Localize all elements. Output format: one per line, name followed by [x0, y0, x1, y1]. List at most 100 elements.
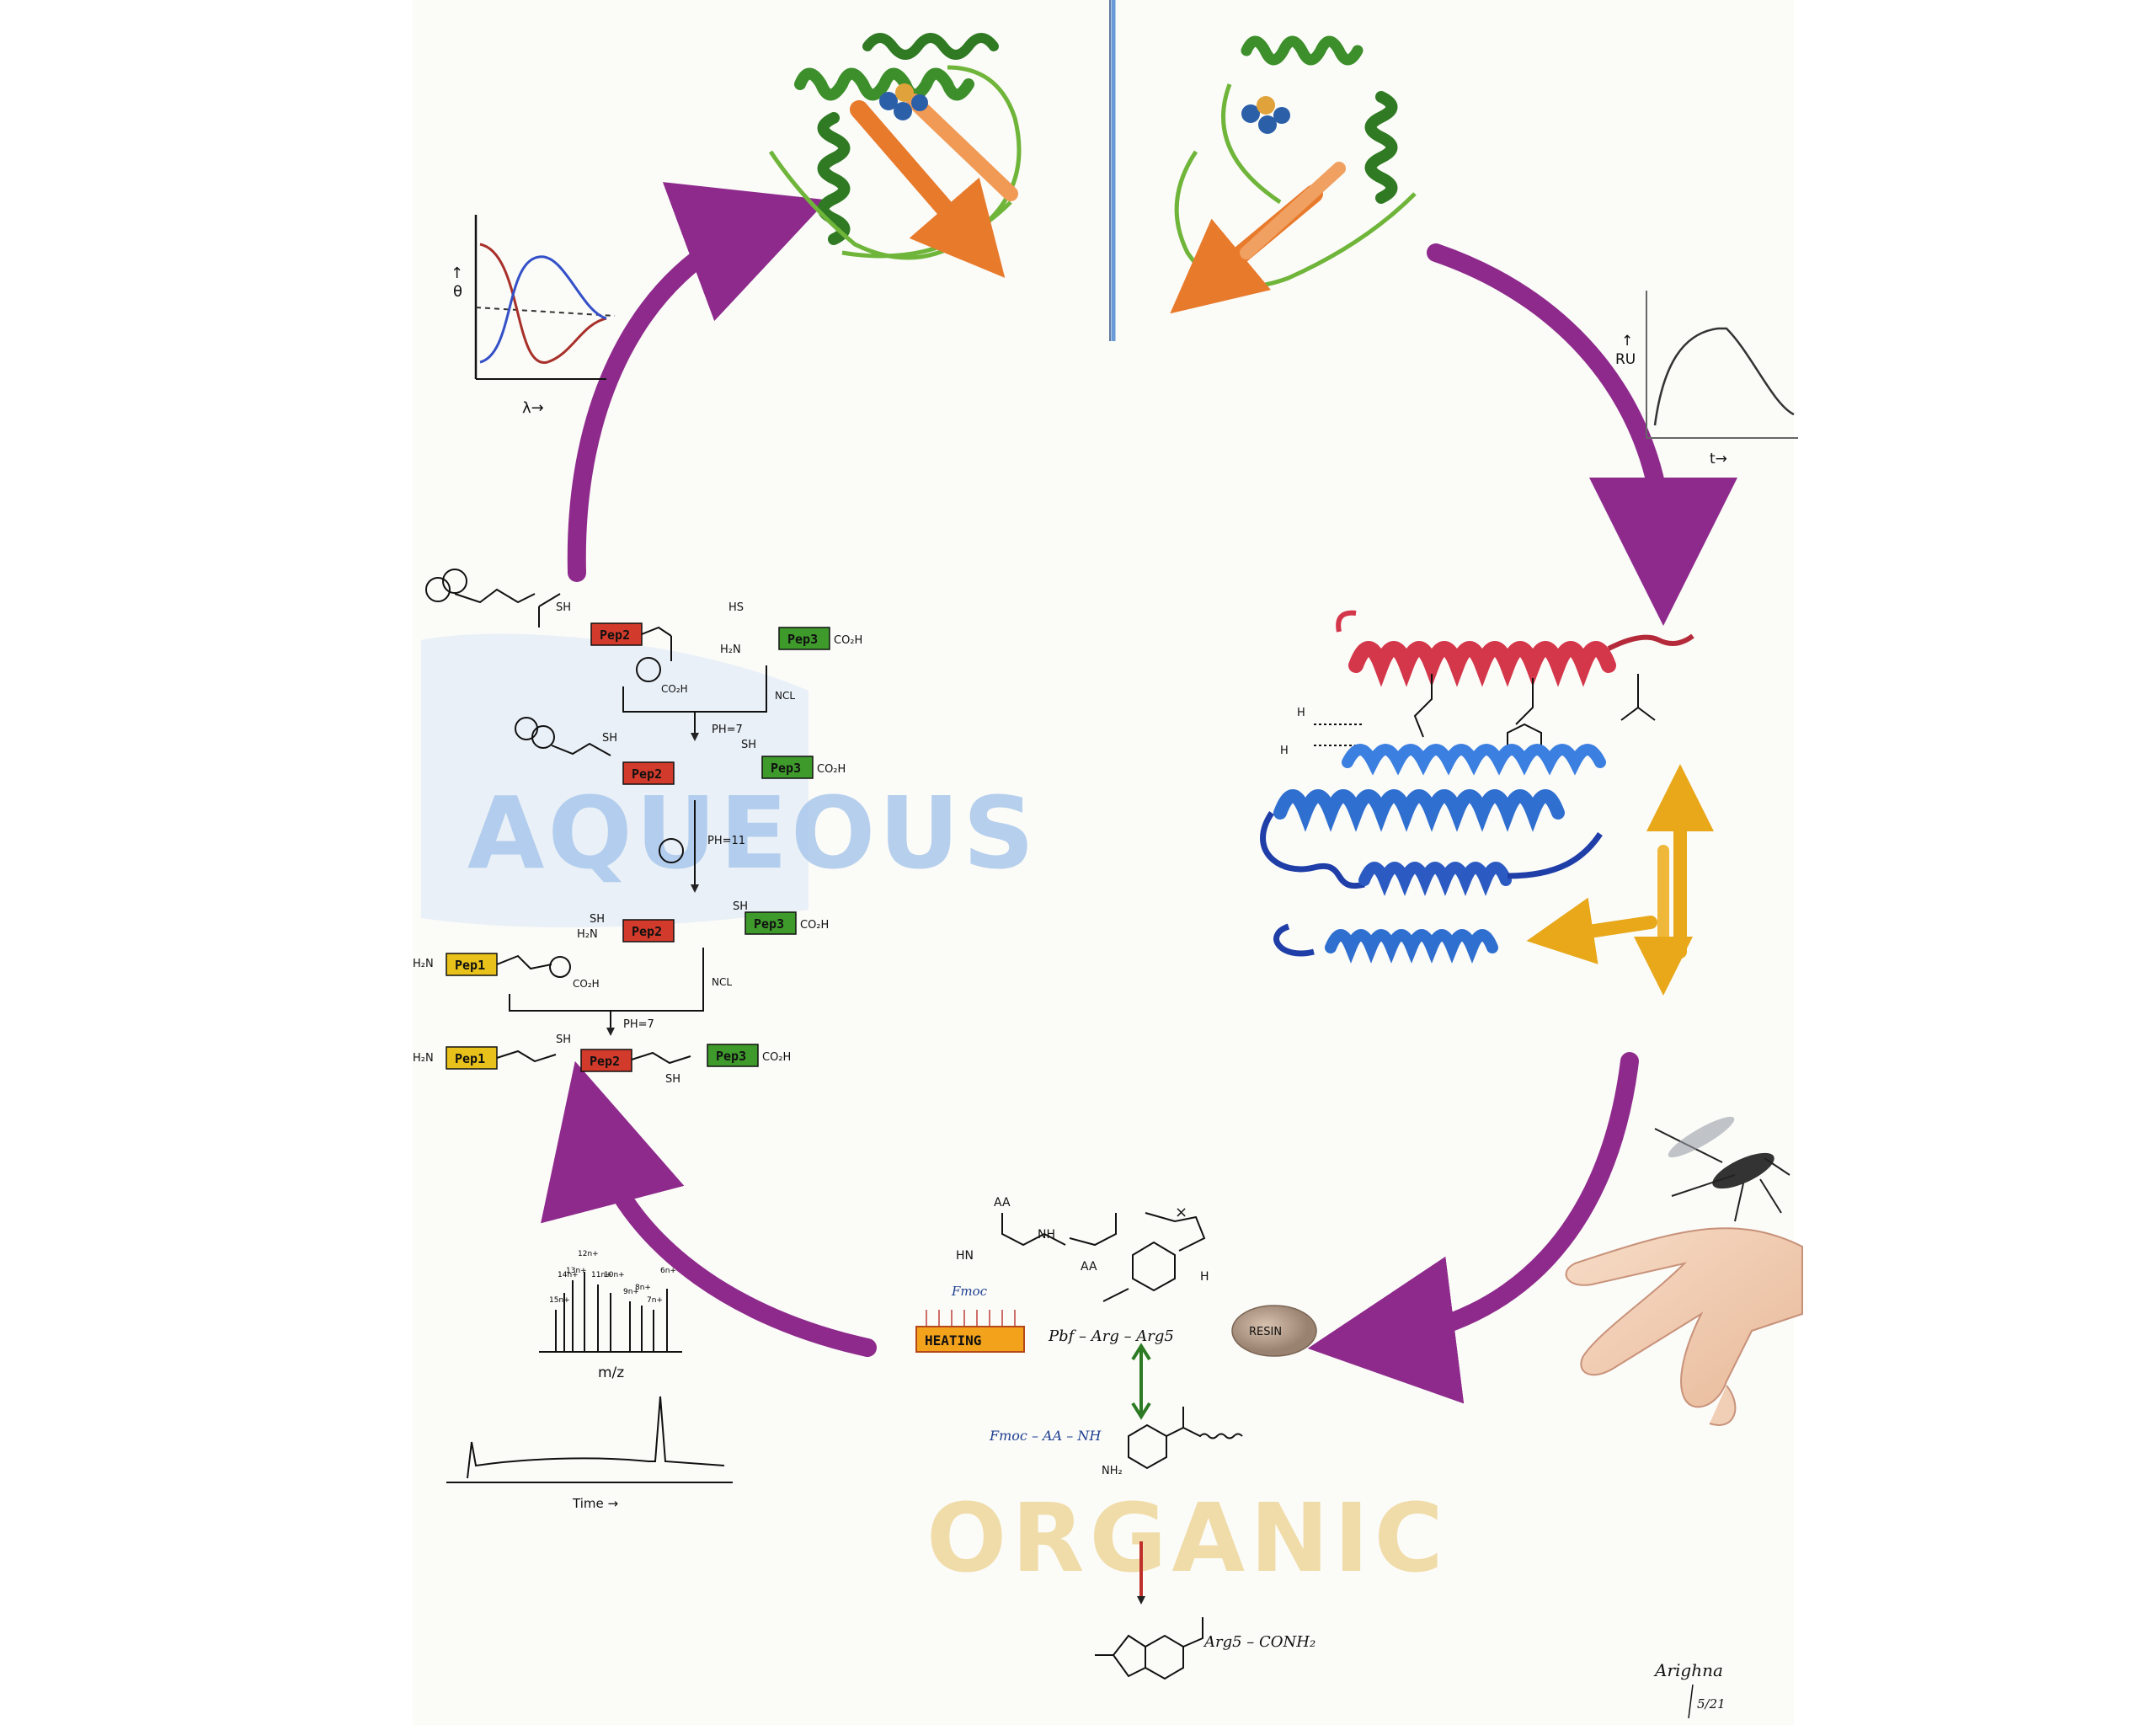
svg-text:Pep3: Pep3: [771, 761, 801, 776]
svg-text:SH: SH: [741, 739, 756, 751]
mirror-plane: [1109, 0, 1116, 341]
svg-text:×: ×: [1175, 1204, 1187, 1221]
fmoc-label: Fmoc: [951, 1284, 988, 1299]
arrow-synthesis-to-protein: [567, 182, 828, 582]
svg-text:H: H: [1200, 1270, 1209, 1284]
spps-scheme: AA HN NH AA × H Fmoc HEATING Pbf – Arg –…: [915, 1196, 1317, 1680]
svg-text:SH: SH: [556, 1033, 571, 1046]
cd-y-axis-label: θ: [453, 283, 462, 301]
svg-text:CO₂H: CO₂H: [817, 763, 846, 776]
svg-text:Pep1: Pep1: [455, 958, 485, 973]
chromatogram-plot: Time →: [446, 1396, 733, 1511]
pep2-box-1: [590, 622, 643, 646]
pep1-box-2: [446, 1046, 498, 1070]
pep3-box-1: [778, 627, 830, 650]
mass-spec-peak-label: 15n+: [549, 1296, 570, 1305]
cycle-arrows: [541, 182, 1737, 1404]
arrow-organic-to-aqueous: [541, 1060, 877, 1357]
mass-spec-peak-label: 10n+: [604, 1271, 625, 1279]
svg-text:SH: SH: [733, 900, 748, 913]
mass-spec-peak-label: 14n+: [558, 1271, 579, 1279]
spr-sensorgram-plot: RU ↑ t→: [1615, 291, 1798, 467]
mass-spec-peak-label: 8n+: [635, 1284, 651, 1292]
spr-y-axis-label: RU: [1615, 351, 1636, 368]
mass-spec-peak-label: 6n+: [660, 1267, 676, 1275]
heating-badge: [915, 1326, 1025, 1353]
pep3-box-4: [707, 1044, 759, 1067]
svg-text:H₂N: H₂N: [413, 958, 434, 970]
arrow-protein-to-binding: [1427, 243, 1737, 626]
cd-spectrum-plot: θ ↑ λ→: [451, 215, 616, 417]
svg-text:HN: HN: [956, 1249, 974, 1263]
svg-text:PH=11: PH=11: [707, 835, 745, 847]
svg-text:Pep2: Pep2: [632, 924, 662, 939]
mosquito-hand-illustration: [1565, 1116, 1803, 1426]
svg-text:CO₂H: CO₂H: [573, 978, 600, 990]
svg-text:AA: AA: [994, 1196, 1011, 1210]
aqueous-label: AQUEOUS: [467, 775, 1038, 891]
pep2-box-3: [622, 919, 675, 943]
svg-text:RESIN: RESIN: [1249, 1326, 1282, 1338]
protein-complex-binding: H H: [1260, 610, 1714, 996]
svg-text:Pep3: Pep3: [787, 632, 818, 647]
svg-text:H: H: [1280, 745, 1289, 757]
artist-signature: Arighna 5/21: [1653, 1660, 1726, 1719]
pep3-box-3: [744, 911, 797, 935]
svg-text:NH₂: NH₂: [1102, 1465, 1123, 1477]
protein-structure-right: [1170, 35, 1417, 314]
organic-region: ORGANIC: [926, 1484, 1449, 1594]
svg-text:Arighna: Arighna: [1653, 1660, 1723, 1680]
svg-text:CO₂H: CO₂H: [800, 919, 829, 932]
svg-text:NCL: NCL: [712, 976, 732, 988]
mass-spec-peak-label: 7n+: [647, 1296, 663, 1305]
svg-text:NH: NH: [1038, 1228, 1055, 1242]
svg-text:Pep2: Pep2: [600, 628, 630, 643]
svg-text:H₂N: H₂N: [413, 1052, 434, 1065]
ncl-synthesis-scheme: SH Pep2 CO₂H HS H₂N Pep3 CO₂H NCL PH=7 S…: [413, 569, 862, 1086]
pep3-box-2: [761, 756, 814, 779]
svg-text:PH=7: PH=7: [623, 1018, 654, 1031]
svg-text:HS: HS: [728, 601, 744, 614]
organic-label: ORGANIC: [926, 1484, 1449, 1594]
mass-spec-peak-label: 9n+: [623, 1288, 639, 1296]
svg-text:HEATING: HEATING: [925, 1332, 981, 1348]
pep2-box-4: [580, 1049, 632, 1072]
svg-text:↑: ↑: [451, 264, 463, 282]
mass-spectrum-plot: 15n+ 14n+13n+ 12n+ 11n+10n+ 9n+8n+ 7n+ 6n+ m/z: [539, 1250, 682, 1381]
svg-text:Pep1: Pep1: [455, 1051, 485, 1066]
heat-lines: [926, 1310, 1016, 1327]
svg-text:Pep3: Pep3: [754, 916, 784, 932]
svg-text:H: H: [1297, 707, 1305, 719]
svg-text:AA: AA: [1081, 1260, 1097, 1274]
svg-text:CO₂H: CO₂H: [834, 634, 862, 647]
resin-bead: [1231, 1305, 1317, 1357]
mass-spec-peak-label: 13n+: [566, 1267, 587, 1275]
svg-text:SH: SH: [590, 913, 605, 926]
svg-text:CO₂H: CO₂H: [661, 683, 688, 695]
svg-text:SH: SH: [665, 1073, 680, 1086]
mass-spec-x-label: m/z: [598, 1365, 624, 1381]
svg-text:Pep2: Pep2: [590, 1054, 620, 1069]
arrow-binding-to-organic: [1307, 1052, 1639, 1404]
mass-spec-peak-label: 11n+: [591, 1271, 612, 1279]
pep2-box-2: [622, 761, 675, 785]
pbf-arg-label: Pbf – Arg – Arg5: [1048, 1327, 1174, 1345]
svg-text:CO₂H: CO₂H: [762, 1051, 791, 1064]
mass-spec-peak-label: 12n+: [578, 1250, 599, 1258]
svg-text:NCL: NCL: [775, 690, 795, 702]
chromatogram-x-label: Time →: [572, 1496, 618, 1511]
mass-spec-peaks: 15n+ 14n+13n+ 12n+ 11n+10n+ 9n+8n+ 7n+ 6n+: [549, 1250, 676, 1352]
svg-text:Pep2: Pep2: [632, 766, 662, 782]
cd-x-axis-label: λ→: [522, 399, 544, 417]
svg-text:5/21: 5/21: [1697, 1696, 1726, 1712]
svg-text:SH: SH: [602, 732, 617, 745]
svg-text:SH: SH: [556, 601, 571, 614]
spr-x-axis-label: t→: [1710, 451, 1727, 467]
svg-text:PH=7: PH=7: [712, 724, 743, 736]
protein-structure-left: [768, 33, 1022, 278]
svg-text:H₂N: H₂N: [577, 928, 598, 941]
svg-text:Pep3: Pep3: [716, 1049, 746, 1064]
svg-text:H₂N: H₂N: [720, 644, 741, 656]
product-label: Arg5 – CONH₂: [1203, 1633, 1315, 1651]
